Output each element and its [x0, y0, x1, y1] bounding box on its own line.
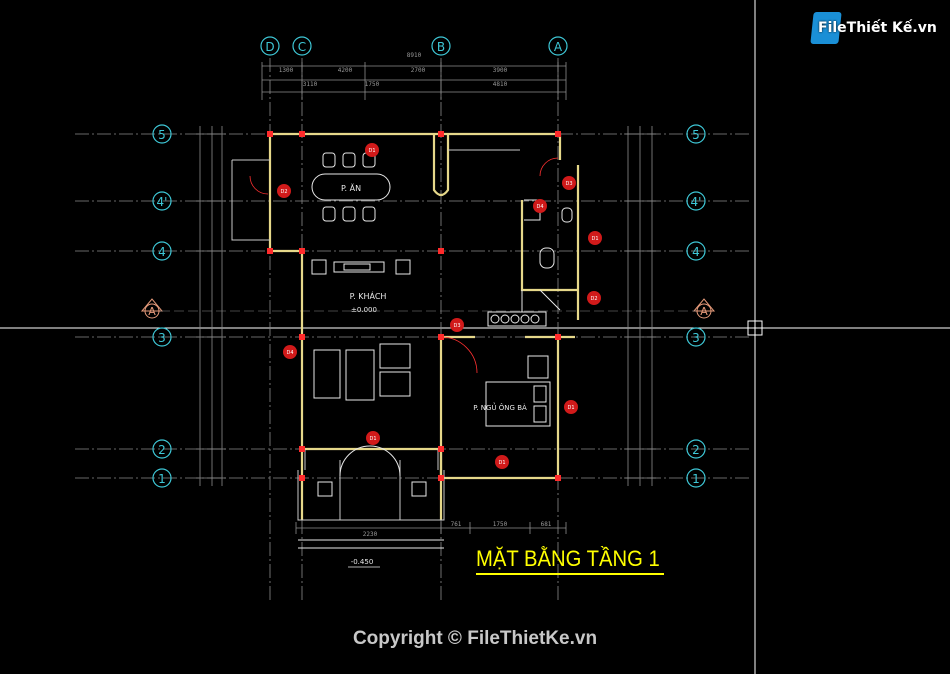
- axis-label-top-b: B: [437, 40, 445, 54]
- axis-label-left-1: 1: [158, 472, 166, 486]
- vertical-grid-lines: [269, 58, 559, 600]
- door-tag: D2: [280, 189, 287, 195]
- dim-top-row2-3: 4810: [493, 81, 508, 88]
- dim-top-row2-1: 3110: [303, 81, 318, 88]
- living-furniture: [311, 259, 411, 401]
- door-tag: D2: [590, 296, 597, 302]
- side-dimensions: [196, 126, 656, 486]
- stairs: [487, 289, 561, 327]
- dim-top-2: 4200: [338, 67, 353, 74]
- door-tag: D1: [498, 460, 505, 466]
- top-dimensions: [261, 62, 567, 100]
- dim-top-total: 8910: [407, 52, 422, 59]
- door-tag: D1: [368, 148, 375, 154]
- top-axis-bubbles: [260, 36, 568, 56]
- dim-top-1: 1300: [279, 67, 294, 74]
- room-label-bedroom: P. NGỦ ÔNG BÀ: [473, 402, 527, 412]
- axis-label-left-4: 4: [158, 245, 166, 259]
- door-tag-circles: [277, 143, 602, 469]
- door-swings: [249, 157, 559, 374]
- door-tag: D1: [369, 436, 376, 442]
- crosshair-box: [747, 320, 763, 336]
- filethietke-logo: FileThiết Kế.vn: [808, 8, 937, 48]
- axis-label-right-3: 3: [692, 331, 700, 345]
- right-axis-bubbles: [686, 124, 706, 488]
- axis-label-right-4p: 4': [691, 195, 702, 209]
- dim-bottom-1: 2230: [363, 531, 378, 538]
- left-axis-bubbles: [152, 124, 172, 488]
- axis-label-right-2: 2: [692, 443, 700, 457]
- level-label-living: ±0.000: [351, 306, 377, 314]
- dining-table: [311, 152, 391, 222]
- level-label-entry: -0.450: [351, 558, 374, 566]
- door-tag: D4: [536, 204, 543, 210]
- bedroom-furniture: [485, 355, 551, 427]
- door-tag: D3: [453, 323, 460, 329]
- room-label-living: P. KHÁCH: [350, 290, 387, 301]
- door-tag: D1: [567, 405, 574, 411]
- walls: [268, 132, 580, 520]
- axis-label-right-5: 5: [692, 128, 700, 142]
- section-label-left: A: [148, 305, 156, 318]
- drawing-title: MẶT BẰNG TẦNG 1: [476, 546, 660, 571]
- dim-top-3: 2700: [411, 67, 426, 74]
- toilet-fixtures: [524, 199, 573, 269]
- axis-label-left-5: 5: [158, 128, 166, 142]
- axis-label-right-4: 4: [692, 245, 700, 259]
- dim-bottom-3: 1750: [493, 521, 508, 528]
- bottom-dimensions: [295, 522, 567, 534]
- entry-doors: [339, 445, 401, 477]
- door-tag: D4: [286, 350, 293, 356]
- section-mark-left: [140, 298, 164, 319]
- dim-top-row2-2: 1750: [365, 81, 380, 88]
- copyright-text: Copyright © FileThietKe.vn: [352, 628, 598, 649]
- dim-bottom-4: 681: [541, 521, 552, 528]
- axis-label-top-a: A: [554, 40, 563, 54]
- thin-walls: [231, 149, 520, 521]
- drawing-title-underline: [476, 573, 664, 575]
- door-tags: D1 D2 D3 D4 D1 D2 D3 D4 D1 D1 D1: [280, 148, 598, 466]
- section-mark-right: [692, 298, 716, 319]
- column-marker: [438, 248, 444, 254]
- door-tag: D1: [591, 236, 598, 242]
- door-tag: D3: [565, 181, 572, 187]
- axis-label-left-4p: 4': [157, 195, 168, 209]
- dim-bottom-2: 761: [451, 521, 462, 528]
- columns: [267, 131, 561, 481]
- room-label-dining: P. ĂN: [341, 182, 361, 193]
- logo-text: FileThiết Kế.vn: [818, 20, 937, 36]
- axis-label-left-2: 2: [158, 443, 166, 457]
- horizontal-grid-lines: [75, 133, 750, 479]
- axis-label-top-d: D: [265, 40, 274, 54]
- section-label-right: A: [700, 305, 708, 318]
- axis-label-left-3: 3: [158, 331, 166, 345]
- axis-label-top-c: C: [298, 40, 306, 54]
- entry-steps: [298, 481, 444, 549]
- axis-label-right-1: 1: [692, 472, 700, 486]
- dim-top-4: 3900: [493, 67, 508, 74]
